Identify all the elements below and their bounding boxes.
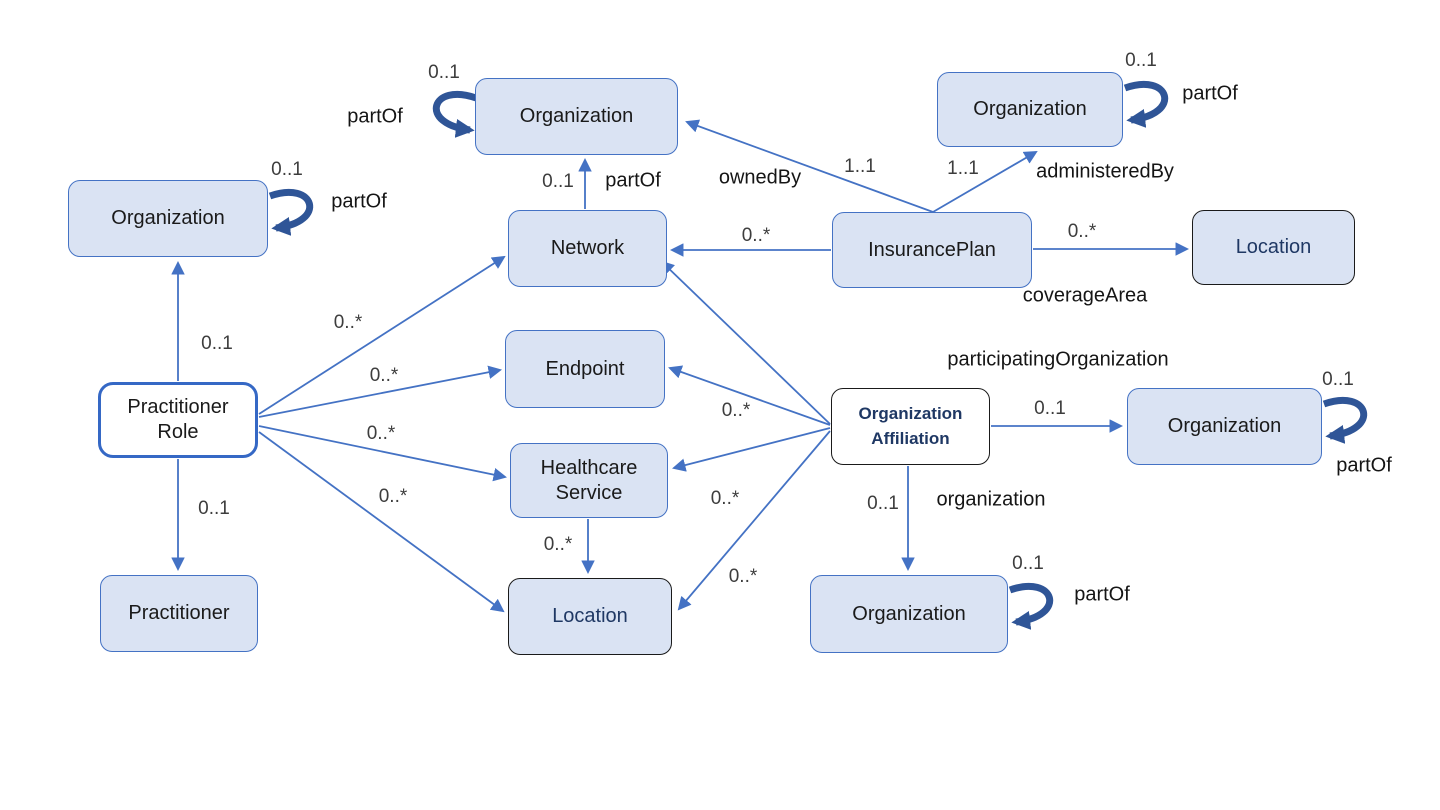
multiplicity-label: 0..1: [1125, 50, 1157, 71]
edge-name-ownedby: ownedBy: [718, 166, 802, 189]
node-location-top-right: Location: [1192, 210, 1355, 285]
edge-practitionerrole-location: [258, 431, 505, 613]
multiplicity-label: 0..*: [710, 488, 740, 509]
partof-loop-organization-bottom: [1008, 582, 1054, 630]
node-insurance-plan: InsurancePlan: [832, 212, 1032, 288]
multiplicity-label: 0..1: [1034, 398, 1066, 419]
node-practitioner-role: Practitioner Role: [98, 382, 258, 458]
node-organization-right: Organization: [1127, 388, 1322, 465]
node-network: Network: [508, 210, 667, 287]
multiplicity-label: 0..1: [198, 498, 230, 519]
node-endpoint: Endpoint: [505, 330, 665, 408]
node-organization-top-left: Organization: [68, 180, 268, 257]
partof-loop-organization-top-right: [1123, 80, 1169, 128]
edge-insuranceplan-administeredby: [932, 150, 1038, 213]
node-organization-bottom: Organization: [810, 575, 1008, 653]
edge-name-partof: partOf: [1074, 583, 1130, 606]
multiplicity-label: 0..*: [728, 566, 758, 587]
multiplicity-label: 0..*: [378, 486, 408, 507]
edge-practitionerrole-healthcareservice: [258, 425, 507, 482]
edge-name-participatingorganization: participatingOrganization: [947, 348, 1169, 371]
node-practitioner: Practitioner: [100, 575, 258, 652]
multiplicity-label: 1..1: [947, 158, 979, 179]
edge-name-partof: partOf: [605, 169, 661, 192]
node-location-mid: Location: [508, 578, 672, 655]
edge-insuranceplan-ownedby: [685, 119, 934, 213]
partof-loop-organization-top-mid: [432, 90, 478, 138]
multiplicity-label: 0..1: [542, 171, 574, 192]
edge-name-partof: partOf: [1182, 82, 1238, 105]
partof-loop-organization-right: [1322, 396, 1368, 444]
multiplicity-label: 0..*: [369, 365, 399, 386]
multiplicity-label: 0..*: [741, 225, 771, 246]
edge-name-coveragearea: coverageArea: [1022, 284, 1148, 307]
edge-practitionerrole-network: [258, 255, 506, 415]
multiplicity-label: 0..1: [867, 493, 899, 514]
edge-name-partof: partOf: [1336, 454, 1392, 477]
edge-name-partof: partOf: [347, 105, 403, 128]
multiplicity-label: 0..*: [333, 312, 363, 333]
edge-orgaffiliation-network: [660, 260, 831, 425]
node-organization-top-right: Organization: [937, 72, 1123, 147]
multiplicity-label: 0..*: [721, 400, 751, 421]
edge-name-partof: partOf: [331, 190, 387, 213]
multiplicity-label: 0..*: [1067, 221, 1097, 242]
edge-orgaffiliation-healthcareservice: [672, 427, 831, 472]
multiplicity-label: 0..1: [428, 62, 460, 83]
multiplicity-label: 0..*: [366, 423, 396, 444]
node-healthcare-service: Healthcare Service: [510, 443, 668, 518]
edge-orgaffiliation-location: [677, 430, 831, 611]
multiplicity-label: 0..1: [271, 159, 303, 180]
multiplicity-label: 1..1: [844, 156, 876, 177]
edge-name-administeredby: administeredBy: [1036, 160, 1174, 183]
multiplicity-label: 0..*: [543, 534, 573, 555]
multiplicity-label: 0..1: [201, 333, 233, 354]
partof-loop-organization-top-left: [268, 188, 314, 236]
node-organization-top-mid: Organization: [475, 78, 678, 155]
multiplicity-label: 0..1: [1322, 369, 1354, 390]
node-organization-affiliation: Organization Affiliation: [831, 388, 990, 465]
edge-name-organization: organization: [936, 488, 1046, 511]
edge-practitionerrole-endpoint: [258, 365, 502, 418]
edge-orgaffiliation-endpoint: [668, 365, 831, 426]
multiplicity-label: 0..1: [1012, 553, 1044, 574]
